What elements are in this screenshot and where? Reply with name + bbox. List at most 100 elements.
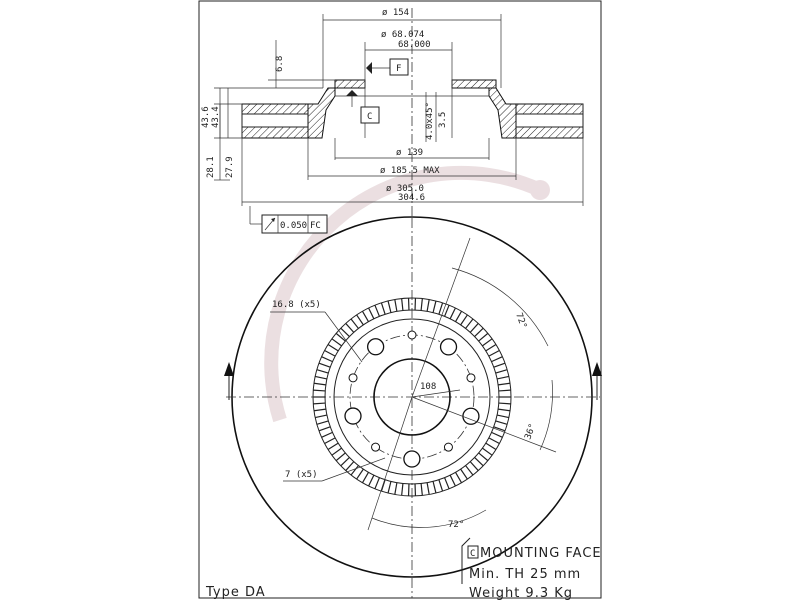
vent-slot: [321, 356, 333, 363]
vent-slot: [460, 314, 468, 326]
vent-slot: [313, 408, 326, 412]
dim-bore-min: 68.000: [398, 40, 431, 50]
label-hole-small: 7 (x5): [285, 470, 318, 480]
vent-slot: [474, 457, 484, 467]
vent-slot: [368, 474, 375, 487]
vent-slot: [368, 307, 375, 320]
vent-slot: [318, 362, 331, 368]
vent-slot: [438, 479, 444, 492]
vent-slot: [496, 414, 509, 419]
vent-slot: [394, 299, 398, 312]
vent-slot: [420, 483, 423, 496]
wheel-bolt-hole: [366, 338, 385, 356]
hat-wall-left: [307, 87, 336, 139]
vent-slot: [449, 474, 456, 487]
vent-slot: [426, 482, 430, 495]
vent-slot: [401, 483, 404, 496]
legend-mounting-face: MOUNTING FACE: [480, 546, 602, 561]
vent-slot: [498, 408, 511, 412]
vent-slot: [318, 426, 331, 432]
bolt-holes: [344, 330, 480, 468]
drawing-frame: [198, 0, 602, 599]
center-bore: [373, 358, 451, 436]
dim-ring-max: ø 185.5 MAX: [380, 166, 440, 176]
hat-circle: [333, 318, 491, 476]
vent-slot: [491, 356, 503, 363]
legend-key: C: [470, 549, 475, 559]
vent-slot: [488, 437, 500, 445]
section-dimensions: ø 154 ø 68.074 68.000 6.8 43.6 43.4 28.1…: [201, 8, 584, 206]
vent-slots: [313, 298, 511, 496]
vent-slot: [335, 452, 346, 462]
vent-slot: [316, 369, 329, 374]
vent-slot: [356, 468, 364, 480]
dim-outer-max: ø 305.0: [386, 184, 424, 194]
vent-slot: [315, 414, 328, 419]
vent-slot: [401, 298, 404, 311]
dim-thickness-max: 28.1: [206, 156, 216, 178]
vent-slot: [313, 382, 326, 386]
vent-slot: [324, 349, 336, 357]
hat-top-plate-right: [451, 79, 497, 89]
vent-slot: [460, 468, 468, 480]
runout-value: 0.050: [280, 221, 307, 231]
vent-slot: [432, 481, 437, 494]
locating-pin-hole: [371, 442, 381, 452]
vent-slot: [495, 369, 508, 374]
vent-slot: [498, 402, 511, 405]
locating-pin-hole: [407, 330, 417, 340]
vent-slot: [387, 481, 392, 494]
vent-slot: [313, 389, 326, 392]
dim-thickness-min: 27.9: [225, 156, 235, 178]
vent-slot: [498, 382, 511, 386]
dim-hat-depth: 6.8: [275, 56, 285, 72]
type-note: Type DA: [205, 585, 266, 600]
vent-slot: [350, 465, 359, 476]
wheel-bolt-hole: [439, 338, 458, 356]
weight-note: Weight 9.3 Kg: [469, 586, 573, 600]
label-hole-large: 16.8 (x5): [272, 300, 321, 310]
vent-slot: [321, 431, 333, 438]
notes-block: C MOUNTING FACE Min. TH 25 mm Weight 9.3…: [205, 537, 602, 600]
vent-slot: [331, 338, 342, 347]
vent-slot: [493, 362, 506, 368]
vent-slot: [495, 420, 508, 425]
vent-slot: [420, 298, 423, 311]
vent-slot: [374, 304, 380, 317]
vent-slot: [426, 299, 430, 312]
runout-tolerance-frame: 0.050 FC: [249, 206, 328, 234]
vent-slot: [380, 479, 386, 492]
locating-pin-hole: [466, 373, 476, 383]
cross-section-view: [241, 8, 584, 218]
wheel-bolt-hole: [344, 407, 362, 425]
left-friction-ring-top: [241, 103, 309, 115]
vent-slot: [493, 426, 506, 432]
vent-slot: [454, 472, 463, 484]
locating-pin-hole: [348, 373, 358, 383]
vent-slot: [387, 300, 392, 313]
plan-labels: 16.8 (x5) 7 (x5) 108 72° 36° 72°: [224, 237, 602, 531]
dim-inner-139: ø 139: [396, 148, 423, 158]
hat-wall-right: [488, 87, 517, 139]
vent-slot: [331, 447, 342, 456]
vent-slot: [469, 323, 479, 333]
vent-slot: [498, 389, 511, 392]
dim-height-min: 43.4: [211, 106, 221, 128]
vent-slot: [350, 318, 359, 329]
vent-slot: [313, 402, 326, 405]
left-friction-ring-bottom: [241, 126, 309, 139]
vent-slot: [432, 300, 437, 313]
vent-slot: [444, 477, 450, 490]
vent-slot: [316, 420, 329, 425]
vent-slot: [469, 461, 479, 471]
vent-slot: [327, 442, 339, 450]
vent-slot: [345, 323, 355, 333]
vent-slot: [356, 314, 364, 326]
vent-slot: [488, 349, 500, 357]
label-angle-top: 72°: [513, 312, 528, 331]
vent-slot: [465, 465, 474, 476]
vent-slot: [335, 332, 346, 342]
min-thickness-note: Min. TH 25 mm: [469, 567, 581, 582]
dim-chamfer: 4.0x45°: [425, 102, 435, 140]
right-friction-ring-top: [515, 103, 584, 115]
